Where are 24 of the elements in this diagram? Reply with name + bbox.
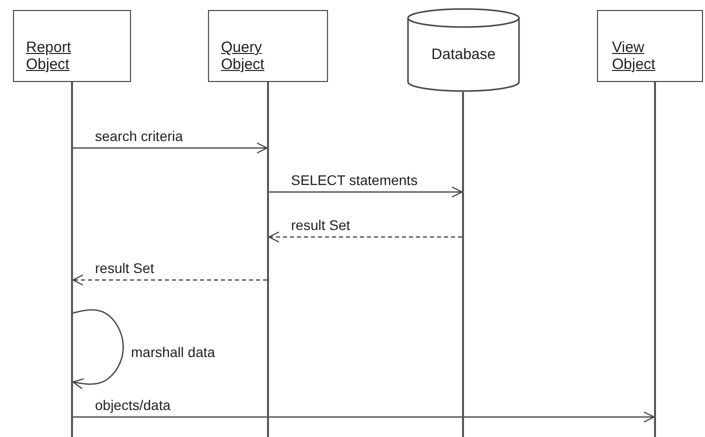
- edge-label: search criteria: [93, 128, 185, 144]
- participant-box: [208, 10, 328, 82]
- message-arrow: [269, 186, 463, 198]
- return-message-arrow: [268, 231, 462, 243]
- edge-label: SELECT statements: [289, 172, 420, 188]
- edge-label: result Set: [289, 217, 352, 233]
- edge-label: objects/data: [93, 397, 172, 413]
- message-arrow: [73, 142, 268, 154]
- participant-name: Query Object: [221, 39, 266, 73]
- return-message-arrow: [72, 274, 267, 286]
- participant-box: [13, 10, 131, 82]
- participant-name: Report Object: [26, 39, 72, 73]
- lifeline: [462, 92, 464, 437]
- lifeline: [267, 82, 269, 437]
- participant-name: Database: [430, 46, 497, 63]
- self-message-arrow: [72, 309, 124, 390]
- database-cylinder: [407, 8, 520, 92]
- edge-label: result Set: [93, 260, 156, 276]
- lifeline: [654, 82, 656, 437]
- lifeline: [71, 82, 73, 437]
- participant-name: View Object: [612, 39, 656, 73]
- message-arrow: [73, 411, 655, 423]
- participant-box: [597, 10, 703, 82]
- edge-label: marshall data: [129, 344, 218, 360]
